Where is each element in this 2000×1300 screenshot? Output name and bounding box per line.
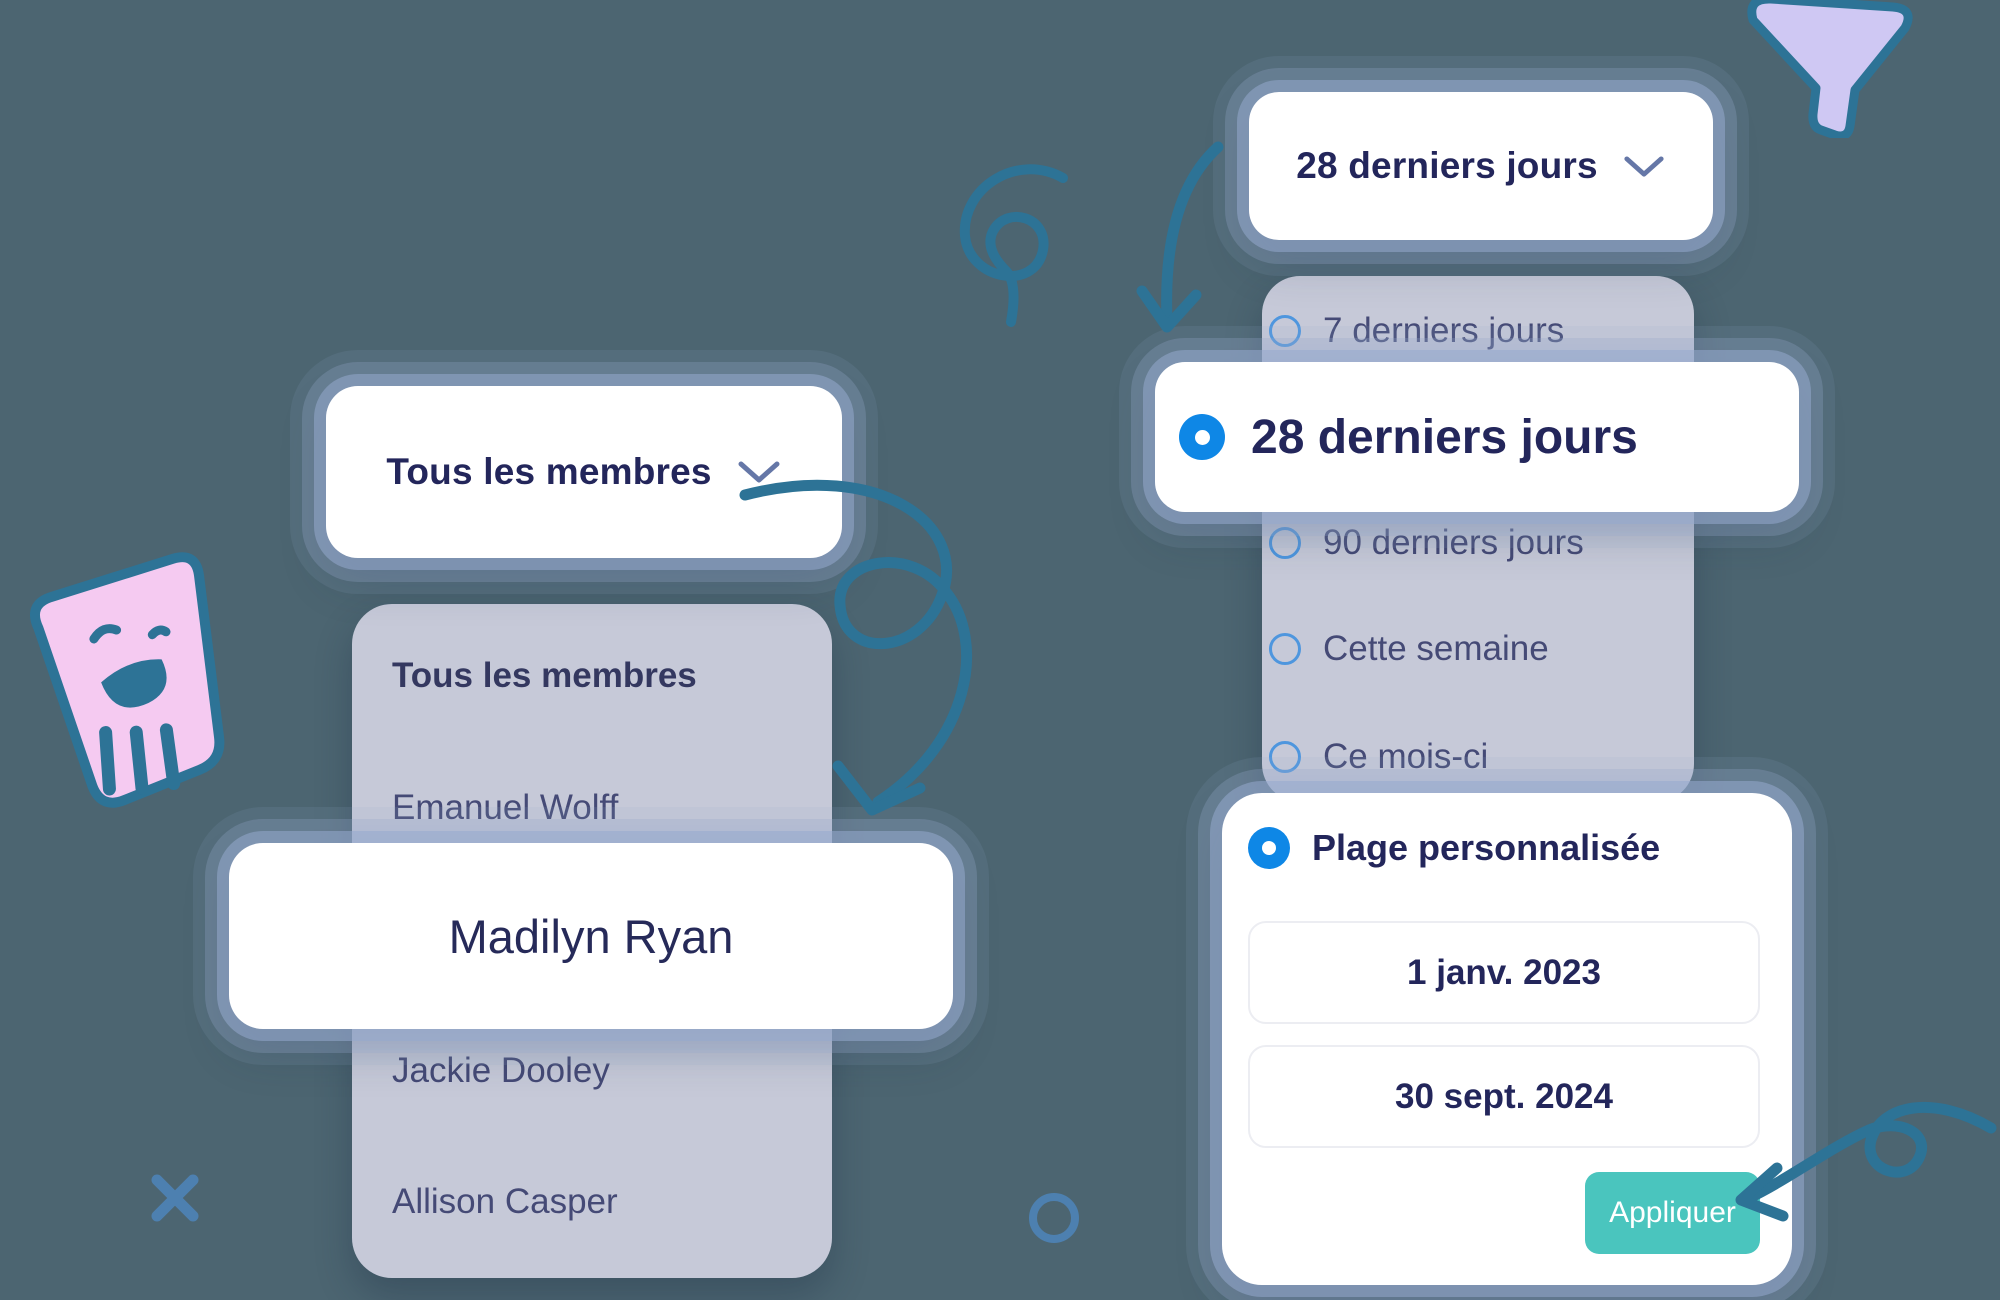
date-option-this-month[interactable]: Ce mois-ci xyxy=(1269,726,1488,788)
date-range-dropdown-button[interactable]: 28 derniers jours xyxy=(1249,92,1713,240)
date-option-label: Ce mois-ci xyxy=(1323,737,1489,776)
date-option-this-week[interactable]: Cette semaine xyxy=(1269,618,1549,680)
date-option-label: 90 derniers jours xyxy=(1323,523,1584,562)
radio-unselected-icon[interactable] xyxy=(1269,741,1301,773)
radio-selected-icon[interactable] xyxy=(1179,414,1225,460)
apply-button[interactable]: Appliquer xyxy=(1585,1172,1760,1254)
member-option-label: Jackie Dooley xyxy=(392,1051,610,1090)
end-date-input[interactable]: 30 sept. 2024 xyxy=(1248,1045,1760,1148)
date-option-7-days[interactable]: 7 derniers jours xyxy=(1269,300,1564,362)
chevron-down-icon xyxy=(1622,153,1666,180)
radio-selected-icon[interactable] xyxy=(1248,827,1290,869)
date-option-label: Cette semaine xyxy=(1323,629,1549,668)
selected-date-option-label: 28 derniers jours xyxy=(1251,410,1638,464)
circle-doodle xyxy=(1026,1190,1082,1246)
apply-button-label: Appliquer xyxy=(1609,1196,1736,1229)
radio-unselected-icon[interactable] xyxy=(1269,633,1301,665)
radio-unselected-icon[interactable] xyxy=(1269,527,1301,559)
member-option-selected-madilyn-ryan[interactable]: Madilyn Ryan xyxy=(229,843,953,1029)
member-option-allison-casper[interactable]: Allison Casper xyxy=(392,1171,618,1233)
start-date-value: 1 janv. 2023 xyxy=(1407,952,1601,992)
member-option-label: Emanuel Wolff xyxy=(392,788,619,827)
x-doodle xyxy=(145,1168,205,1228)
members-dropdown-button[interactable]: Tous les membres xyxy=(326,386,842,558)
date-option-label: 7 derniers jours xyxy=(1323,311,1565,350)
member-option-all-members[interactable]: Tous les membres xyxy=(392,645,697,707)
member-option-jackie-dooley[interactable]: Jackie Dooley xyxy=(392,1040,610,1102)
members-dropdown-button-label: Tous les membres xyxy=(386,451,712,492)
date-option-custom-range[interactable]: Plage personnalisée xyxy=(1248,817,1660,879)
date-option-28-days-selected[interactable]: 28 derniers jours xyxy=(1155,362,1799,512)
radio-unselected-icon[interactable] xyxy=(1269,315,1301,347)
curved-arrow-down xyxy=(1120,125,1250,355)
swirl-doodle xyxy=(945,160,1085,340)
end-date-value: 30 sept. 2024 xyxy=(1395,1076,1613,1116)
member-option-label: Allison Casper xyxy=(392,1182,618,1221)
member-option-emanuel-wolff[interactable]: Emanuel Wolff xyxy=(392,777,618,839)
trash-doodle-icon xyxy=(18,548,248,838)
member-option-label: Tous les membres xyxy=(392,656,697,695)
custom-range-label: Plage personnalisée xyxy=(1312,827,1661,868)
selected-member-label: Madilyn Ryan xyxy=(448,909,734,963)
date-option-90-days[interactable]: 90 derniers jours xyxy=(1269,512,1584,574)
date-range-dropdown-button-label: 28 derniers jours xyxy=(1296,145,1598,186)
chevron-down-icon xyxy=(736,458,782,486)
start-date-input[interactable]: 1 janv. 2023 xyxy=(1248,921,1760,1024)
funnel-icon xyxy=(1735,0,1925,138)
custom-range-card: Plage personnalisée 1 janv. 2023 30 sept… xyxy=(1222,793,1792,1285)
